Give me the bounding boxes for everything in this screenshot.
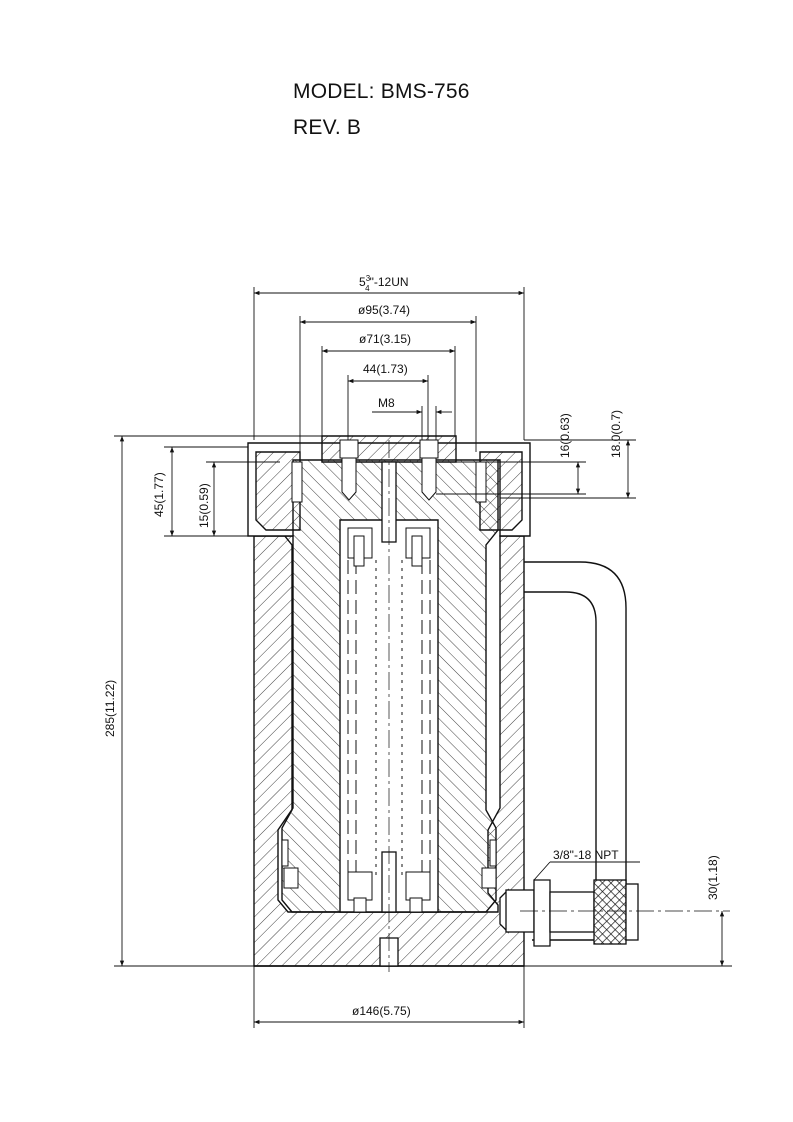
dia-71-label: ø71(3.15) <box>359 332 411 346</box>
hydraulic-coupler <box>499 879 730 947</box>
bolt-thread-label: M8 <box>378 396 395 410</box>
title-block: MODEL: BMS-756 REV. B <box>293 74 470 146</box>
bolt-spacing-label: 44(1.73) <box>363 362 408 376</box>
model-label: MODEL: BMS-756 <box>293 80 470 103</box>
height-30-label: 30(1.18) <box>706 855 720 900</box>
height-15-label: 15(0.59) <box>197 483 211 528</box>
spring-screw-set-top <box>339 439 439 567</box>
height-18-label: 18.0(0.7) <box>609 410 623 458</box>
spring-screw-set-bottom <box>347 871 431 913</box>
dia-146-label: ø146(5.75) <box>352 1004 411 1018</box>
port-thread-label: 3/8"-18 NPT <box>553 848 619 862</box>
dia-95-label: ø95(3.74) <box>358 303 410 317</box>
return-tube <box>524 561 627 941</box>
height-16-label: 16(0.63) <box>558 413 572 458</box>
height-45-label: 45(1.77) <box>152 472 166 517</box>
height-285-label: 285(11.22) <box>103 680 117 737</box>
revision-label: REV. B <box>293 116 362 139</box>
dimension-lines <box>114 287 732 1028</box>
bore-internals <box>347 440 431 972</box>
seals <box>281 461 497 889</box>
